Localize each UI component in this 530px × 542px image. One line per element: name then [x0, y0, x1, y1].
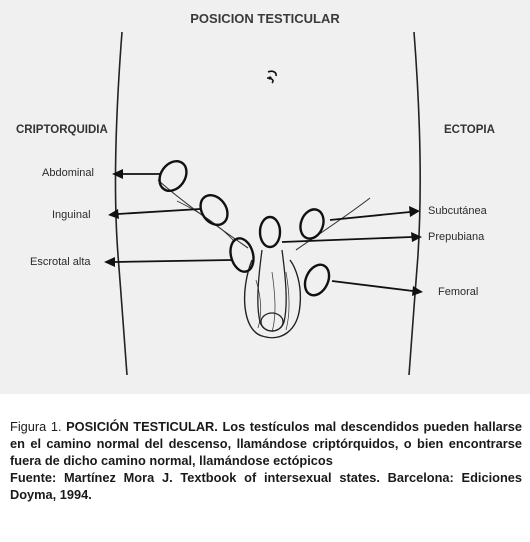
- arrow-inguinal: [108, 208, 201, 219]
- label-femoral: Femoral: [438, 286, 479, 298]
- inguinal-crease: [176, 200, 236, 243]
- anatomy-illustration: [104, 31, 423, 376]
- caption-source: Fuente: Martínez Mora J. Textbook of int…: [10, 470, 522, 502]
- caption-figure-title: POSICIÓN TESTICULAR.: [66, 419, 218, 434]
- caption-description: Figura 1. POSICIÓN TESTICULAR. Los testí…: [10, 418, 522, 469]
- label-escrotal-alta: Escrotal alta: [30, 256, 91, 268]
- caption-description-text: Los testículos mal descendidos pueden ha…: [10, 419, 522, 468]
- navel-mark: [266, 70, 277, 84]
- label-prepubiana: Prepubiana: [428, 231, 485, 243]
- arrow-prepubiana: [281, 232, 422, 243]
- left-header-criptorquidia: CRIPTORQUIDIA: [16, 124, 108, 136]
- testicle-escrotal-alta: [229, 237, 255, 273]
- arrow-escrotal-alta: [104, 257, 233, 267]
- scrotum-texture: [255, 271, 290, 333]
- body-outline: [408, 31, 421, 376]
- label-inguinal: Inguinal: [52, 209, 91, 221]
- right-header-ectopia: ECTOPIA: [444, 124, 495, 136]
- testicle-femoral: [303, 263, 331, 297]
- arrow-femoral: [331, 280, 423, 296]
- label-subcutanea: Subcutánea: [428, 205, 487, 217]
- testicle-abdominal: [158, 159, 188, 193]
- body-outline: [114, 31, 128, 376]
- label-abdominal: Abdominal: [42, 167, 94, 179]
- caption-figure-prefix: Figura 1.: [10, 419, 62, 434]
- testicle-inguinal: [199, 193, 229, 227]
- figure-panel: POSICION TESTICULAR CRIPTORQUIDIA ECTOPI…: [0, 0, 530, 394]
- scrotum: [243, 259, 302, 339]
- testicle-subcutanea: [299, 208, 325, 240]
- testicle-prepubiana: [258, 215, 282, 249]
- arrow-subcutanea: [329, 206, 420, 221]
- inguinal-crease: [295, 197, 371, 251]
- figure-caption: Figura 1. POSICIÓN TESTICULAR. Los testí…: [10, 418, 522, 503]
- arrow-abdominal: [112, 169, 160, 179]
- glans: [260, 312, 284, 332]
- diagram-title: POSICION TESTICULAR: [190, 11, 340, 26]
